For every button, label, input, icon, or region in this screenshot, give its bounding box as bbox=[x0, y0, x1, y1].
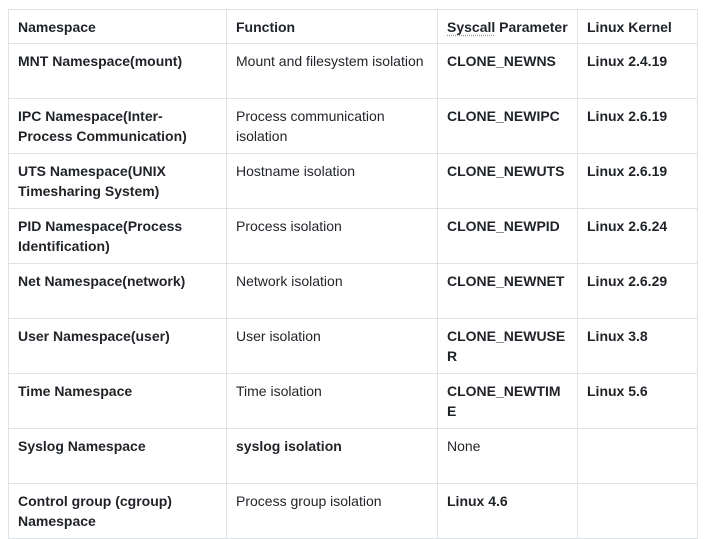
cell-syscall: None bbox=[437, 428, 578, 484]
cell-syscall: Linux 4.6 bbox=[437, 483, 578, 539]
cell-namespace: IPC Namespace(Inter-Process Communicatio… bbox=[8, 98, 227, 154]
cell-syscall: CLONE_NEWNET bbox=[437, 263, 578, 319]
cell-kernel: Linux 5.6 bbox=[577, 373, 698, 429]
cell-function: Network isolation bbox=[226, 263, 438, 319]
table-row: Control group (cgroup) Namespace Process… bbox=[8, 483, 698, 539]
cell-namespace: Net Namespace(network) bbox=[8, 263, 227, 319]
table-row: UTS Namespace(UNIX Timesharing System) H… bbox=[8, 153, 698, 209]
cell-function: syslog isolation bbox=[226, 428, 438, 484]
cell-function: User isolation bbox=[226, 318, 438, 374]
cell-namespace: Control group (cgroup) Namespace bbox=[8, 483, 227, 539]
cell-syscall: CLONE_NEWUTS bbox=[437, 153, 578, 209]
cell-kernel: Linux 2.6.19 bbox=[577, 153, 698, 209]
cell-function: Process isolation bbox=[226, 208, 438, 264]
namespace-table: Namespace Function Syscall Parameter Lin… bbox=[8, 9, 698, 539]
cell-function: Process group isolation bbox=[226, 483, 438, 539]
cell-namespace: User Namespace(user) bbox=[8, 318, 227, 374]
table-header: Namespace Function Syscall Parameter Lin… bbox=[8, 9, 698, 44]
cell-kernel: Linux 3.8 bbox=[577, 318, 698, 374]
cell-syscall: CLONE_NEWTIME bbox=[437, 373, 578, 429]
cell-kernel: Linux 2.6.24 bbox=[577, 208, 698, 264]
cell-function: Hostname isolation bbox=[226, 153, 438, 209]
table-row: User Namespace(user) User isolation CLON… bbox=[8, 318, 698, 374]
cell-kernel bbox=[577, 483, 698, 539]
cell-syscall: CLONE_NEWNS bbox=[437, 43, 578, 99]
cell-namespace: Syslog Namespace bbox=[8, 428, 227, 484]
table-row: Syslog Namespace syslog isolation None bbox=[8, 428, 698, 484]
cell-namespace: Time Namespace bbox=[8, 373, 227, 429]
cell-syscall: CLONE_NEWUSER bbox=[437, 318, 578, 374]
cell-namespace: MNT Namespace(mount) bbox=[8, 43, 227, 99]
cell-function: Process communication isolation bbox=[226, 98, 438, 154]
table-row: PID Namespace(Process Identification) Pr… bbox=[8, 208, 698, 264]
header-namespace: Namespace bbox=[8, 9, 227, 44]
cell-function: Mount and filesystem isolation bbox=[226, 43, 438, 99]
header-row: Namespace Function Syscall Parameter Lin… bbox=[8, 9, 698, 44]
header-linux-kernel: Linux Kernel bbox=[577, 9, 698, 44]
cell-kernel: Linux 2.6.29 bbox=[577, 263, 698, 319]
table-row: Time Namespace Time isolation CLONE_NEWT… bbox=[8, 373, 698, 429]
cell-kernel bbox=[577, 428, 698, 484]
table-row: Net Namespace(network) Network isolation… bbox=[8, 263, 698, 319]
cell-namespace: PID Namespace(Process Identification) bbox=[8, 208, 227, 264]
cell-namespace: UTS Namespace(UNIX Timesharing System) bbox=[8, 153, 227, 209]
cell-kernel: Linux 2.4.19 bbox=[577, 43, 698, 99]
table-row: IPC Namespace(Inter-Process Communicatio… bbox=[8, 98, 698, 154]
header-syscall-rest: Parameter bbox=[495, 19, 568, 35]
cell-syscall: CLONE_NEWIPC bbox=[437, 98, 578, 154]
cell-function: Time isolation bbox=[226, 373, 438, 429]
table-body: MNT Namespace(mount) Mount and filesyste… bbox=[8, 43, 698, 539]
cell-kernel: Linux 2.6.19 bbox=[577, 98, 698, 154]
cell-syscall: CLONE_NEWPID bbox=[437, 208, 578, 264]
header-syscall-word: Syscall bbox=[447, 19, 496, 35]
header-function: Function bbox=[226, 9, 438, 44]
header-syscall-parameter: Syscall Parameter bbox=[437, 9, 578, 44]
table-row: MNT Namespace(mount) Mount and filesyste… bbox=[8, 43, 698, 99]
